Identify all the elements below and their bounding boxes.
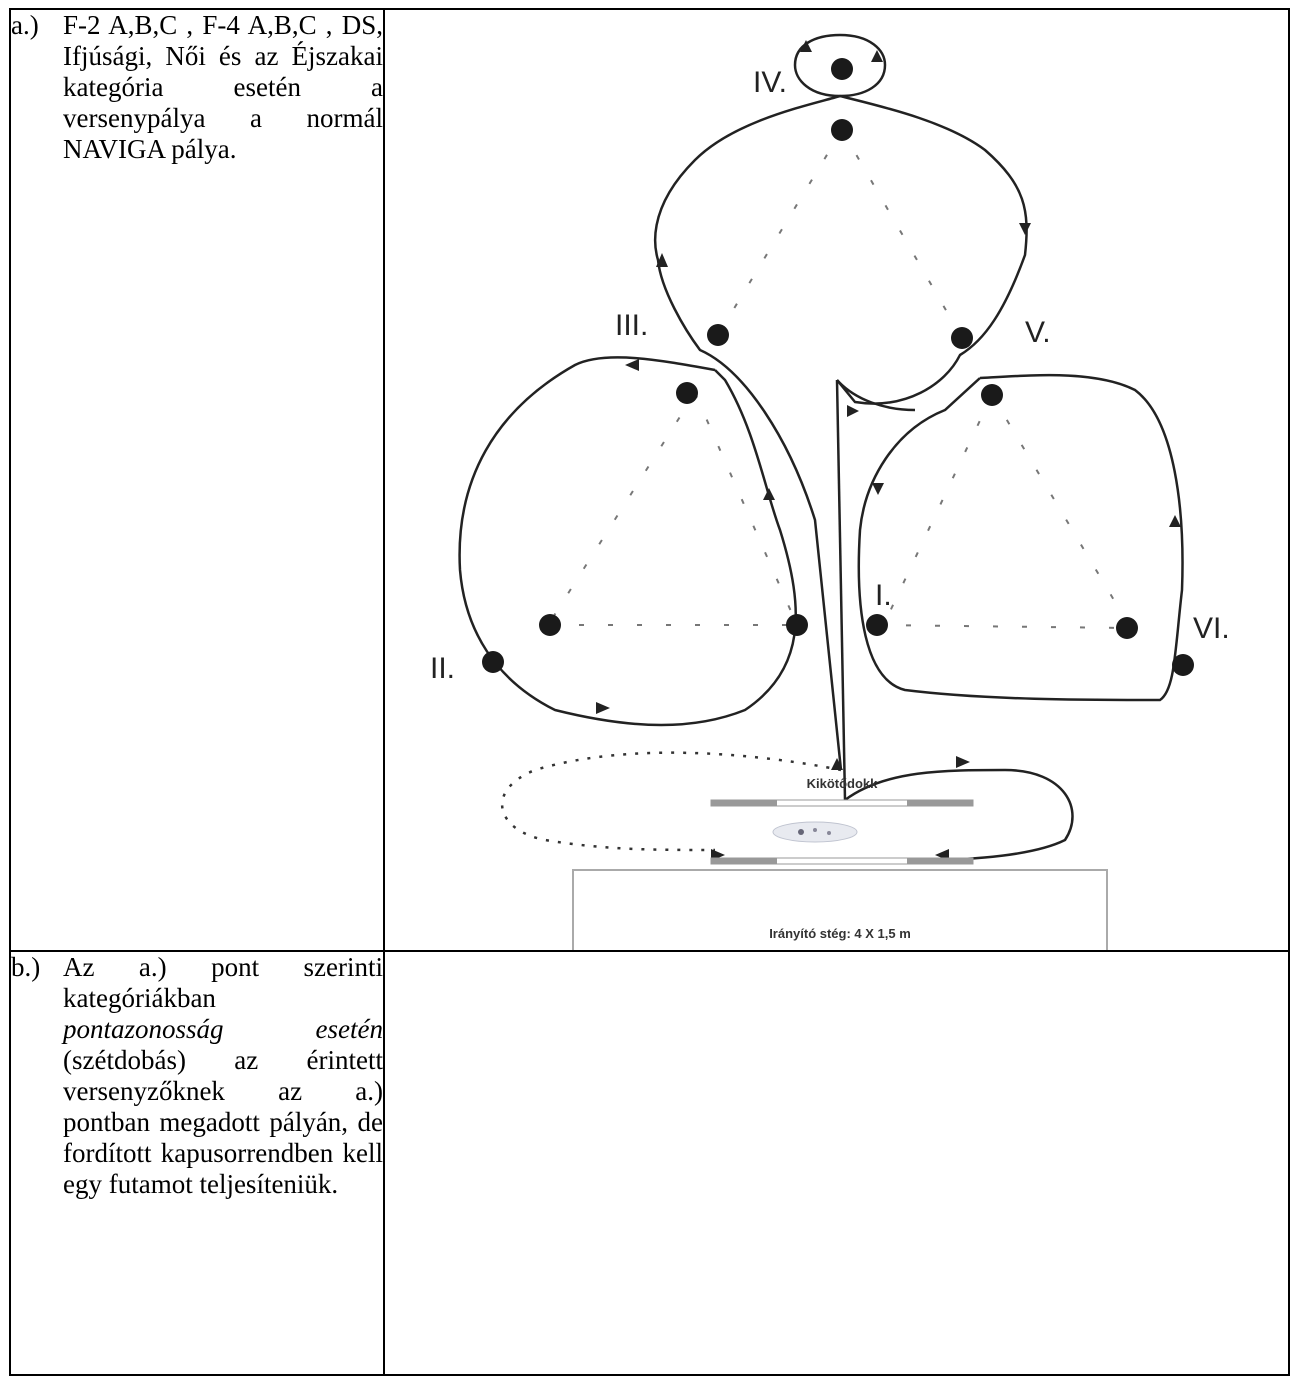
guide-lines <box>549 129 1128 629</box>
buoys <box>482 58 1194 676</box>
docking-area: Kikötődokk <box>710 776 974 865</box>
item-a-cell: a.) F-2 A,B,C , F-4 A,B,C , DS, Ifjúsági… <box>9 8 385 952</box>
item-b-text-before: Az a.) pont szerinti kategóriákban <box>63 952 383 1013</box>
naviga-course-diagram: I. II. III. IV. V. VI. <box>430 33 1230 950</box>
buoy-left-bottom-b <box>786 614 808 636</box>
control-platform: Irányító stég: 4 X 1,5 m <box>572 869 1108 950</box>
item-b-cell: b.) Az a.) pont szerinti kategóriákban p… <box>9 950 385 1376</box>
buoy-left-bottom-a <box>539 614 561 636</box>
buoy-vi-b <box>1172 654 1194 676</box>
buoy-v <box>951 327 973 349</box>
gate-label-iii: III. <box>615 309 648 342</box>
rules-table: a.) F-2 A,B,C , F-4 A,B,C , DS, Ifjúsági… <box>9 8 1290 1376</box>
buoy-ii <box>482 651 504 673</box>
course-diagram-cell: I. II. III. IV. V. VI. <box>383 8 1290 952</box>
item-b-text-after: (szétdobás) az érintett versenyzőknek az… <box>63 1045 383 1199</box>
item-a-text: F-2 A,B,C , F-4 A,B,C , DS, Ifjúsági, Nő… <box>63 10 383 164</box>
list-item-b: b.) Az a.) pont szerinti kategóriákban p… <box>11 952 383 1200</box>
item-b-text: Az a.) pont szerinti kategóriákban ponta… <box>63 952 383 1200</box>
buoy-i <box>866 614 888 636</box>
list-item-a: a.) F-2 A,B,C , F-4 A,B,C , DS, Ifjúsági… <box>11 10 383 165</box>
direction-arrows <box>596 40 1181 861</box>
item-b-text-italic: pontazonosság esetén <box>63 1014 383 1044</box>
gate-label-v: V. <box>1025 316 1051 349</box>
row-a: a.) F-2 A,B,C , F-4 A,B,C , DS, Ifjúsági… <box>9 8 1290 952</box>
buoy-iii <box>707 324 729 346</box>
gate-label-ii: II. <box>430 652 455 685</box>
row-b: b.) Az a.) pont szerinti kategóriákban p… <box>9 950 1290 1376</box>
return-loop <box>500 751 842 852</box>
course-path <box>458 94 1184 862</box>
gate-label-vi: VI. <box>1193 612 1230 645</box>
buoy-right-top <box>981 384 1003 406</box>
gate-label-iv: IV. <box>753 66 787 99</box>
control-platform-label: Irányító stég: 4 X 1,5 m <box>769 926 911 941</box>
item-a-marker: a.) <box>11 10 39 40</box>
buoy-iv-top <box>831 58 853 80</box>
empty-cell <box>383 950 1290 1376</box>
buoy-left-top <box>676 382 698 404</box>
item-b-marker: b.) <box>11 952 41 982</box>
buoy-vi-a <box>1116 617 1138 639</box>
gate-iv-loop <box>793 33 887 98</box>
gate-label-i: I. <box>875 579 892 612</box>
dock-label: Kikötődokk <box>807 776 879 791</box>
buoy-iv-bottom <box>831 119 853 141</box>
